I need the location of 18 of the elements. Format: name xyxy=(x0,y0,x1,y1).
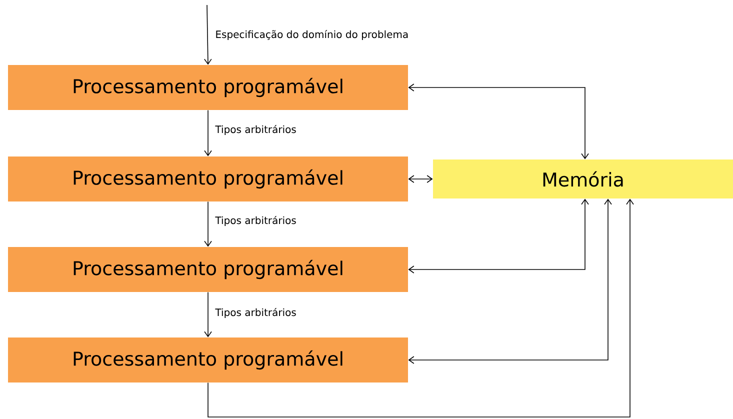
arrow xyxy=(204,201,212,247)
edge-label: Tipos arbitrários xyxy=(214,306,298,320)
arrow xyxy=(204,110,212,156)
arrow xyxy=(408,84,589,160)
process-box: Processamento programável xyxy=(8,156,408,202)
process-box: Processamento programável xyxy=(8,247,408,292)
arrow xyxy=(204,292,212,338)
edge-label: Tipos arbitrários xyxy=(214,214,298,228)
process-box: Processamento programável xyxy=(8,65,408,110)
arrow xyxy=(408,198,612,364)
process-box: Processamento programável xyxy=(8,338,408,382)
edge-label: Especificação do domínio do problema xyxy=(214,28,410,42)
arrow xyxy=(408,198,589,274)
arrow xyxy=(208,198,634,418)
memory-box: Memória xyxy=(433,160,733,198)
arrow xyxy=(408,175,433,183)
edge-label: Tipos arbitrários xyxy=(214,124,298,136)
arrow xyxy=(204,4,212,65)
